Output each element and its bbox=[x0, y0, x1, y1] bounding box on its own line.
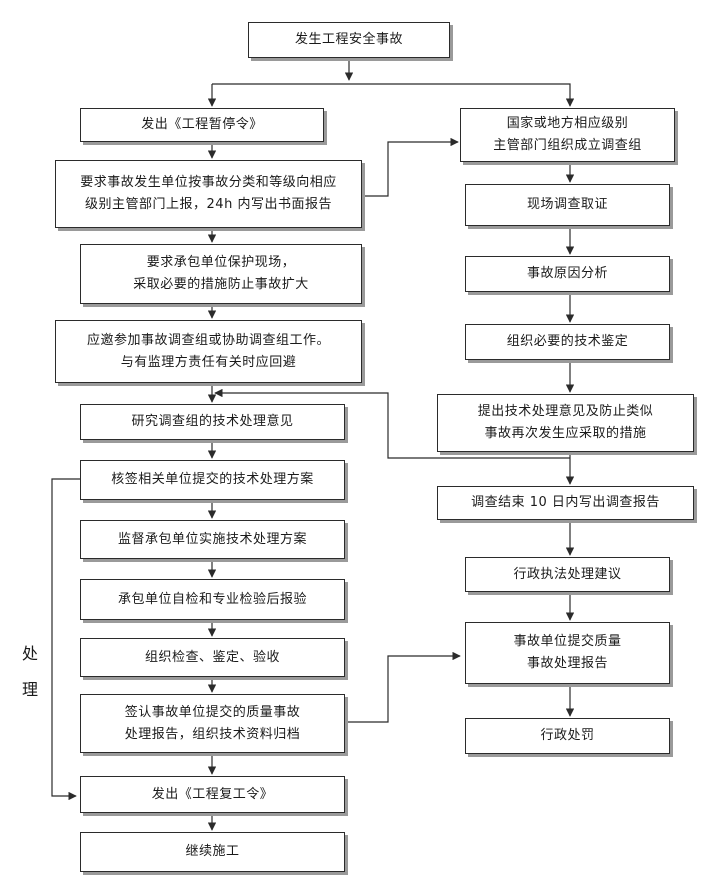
node-r7: 行政执法处理建议 bbox=[465, 557, 670, 592]
edge-l2-r1 bbox=[362, 137, 459, 197]
node-l2: 要求事故发生单位按事故分类和等级向相应 级别主管部门上报，24h 内写出书面报告 bbox=[55, 160, 362, 228]
node-l6: 核签相关单位提交的技术处理方案 bbox=[80, 460, 345, 500]
edge-l6-l11 bbox=[51, 478, 80, 801]
node-l10: 签认事故单位提交的质量事故 处理报告，组织技术资料归档 bbox=[80, 694, 345, 753]
node-r1: 国家或地方相应级别 主管部门组织成立调查组 bbox=[460, 108, 675, 162]
node-l5: 研究调查组的技术处理意见 bbox=[80, 404, 345, 440]
node-r4: 组织必要的技术鉴定 bbox=[465, 324, 670, 360]
node-l11: 发出《工程复工令》 bbox=[80, 776, 345, 813]
node-r8: 事故单位提交质量 事故处理报告 bbox=[465, 622, 670, 684]
node-l12: 继续施工 bbox=[80, 832, 345, 872]
node-start: 发生工程安全事故 bbox=[248, 22, 450, 58]
edge-r5-l5 bbox=[214, 388, 570, 459]
side-label-char-1: 处 bbox=[22, 644, 39, 663]
node-l3: 要求承包单位保护现场， 采取必要的措施防止事故扩大 bbox=[80, 244, 362, 304]
node-r3: 事故原因分析 bbox=[465, 256, 670, 292]
node-l4: 应邀参加事故调查组或协助调查组工作。 与有监理方责任有关时应回避 bbox=[55, 320, 362, 383]
node-r9: 行政处罚 bbox=[465, 718, 670, 754]
node-l9: 组织检查、鉴定、验收 bbox=[80, 638, 345, 677]
node-l1: 发出《工程暂停令》 bbox=[80, 108, 324, 142]
node-r2: 现场调查取证 bbox=[465, 184, 670, 226]
side-label-char-2: 理 bbox=[22, 680, 39, 699]
node-r6: 调查结束 10 日内写出调查报告 bbox=[437, 486, 694, 520]
node-l8: 承包单位自检和专业检验后报验 bbox=[80, 579, 345, 620]
node-l7: 监督承包单位实施技术处理方案 bbox=[80, 520, 345, 559]
node-r5: 提出技术处理意见及防止类似 事故再次发生应采取的措施 bbox=[437, 394, 694, 452]
edge-l10-r8 bbox=[345, 651, 461, 723]
edge-split-right bbox=[212, 83, 575, 107]
